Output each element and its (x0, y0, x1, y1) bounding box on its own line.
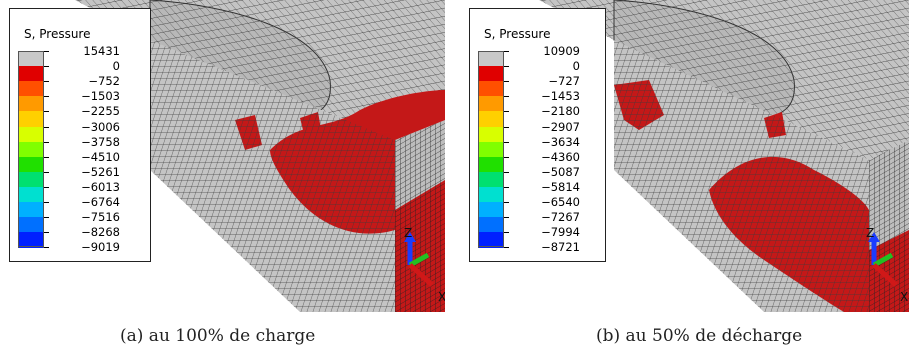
legend-tick-mark (504, 247, 509, 249)
indent-bulge-grid (150, 0, 331, 118)
side-face-grid (150, 40, 395, 312)
legend-tick-label: 0 (112, 59, 120, 74)
axis-x-label: X (438, 290, 445, 304)
legend-tick-mark (504, 141, 509, 143)
legend-tick-mark (504, 202, 509, 203)
legend-bar-frame (18, 51, 44, 248)
legend-tick-mark (504, 186, 509, 188)
legend-tick-label: −6013 (81, 179, 120, 194)
legend-tick-label: 0 (572, 59, 580, 74)
axis-z-label: Z (866, 226, 875, 240)
legend-tick-label: −7516 (81, 210, 120, 225)
legend-tick-label: −9019 (81, 240, 120, 255)
legend-tick-mark (504, 171, 509, 173)
legend-tick-mark (504, 66, 509, 68)
legend-tick-mark (504, 81, 509, 83)
legend-tick-label: −6764 (81, 195, 120, 209)
legend-tick-label: −5261 (81, 164, 120, 179)
legend-tick-mark (504, 51, 509, 52)
caption-a: (a) au 100% de charge (120, 326, 316, 346)
legend-tick-mark (504, 96, 509, 98)
triad-z-head (404, 232, 416, 242)
legend-tick-mark (44, 111, 49, 113)
triad-z-head (868, 232, 880, 242)
legend-tick-mark (44, 186, 49, 188)
legend-bar-frame (478, 51, 504, 248)
legend-tick-label: −4510 (81, 149, 120, 164)
axis-z-label: Z (404, 226, 413, 240)
legend-tick-mark (504, 156, 509, 158)
legend-tick-label: −2907 (541, 119, 580, 134)
legend-tick-label: −752 (88, 74, 120, 89)
legend-tick-label: −4360 (541, 149, 580, 164)
legend-tick-mark (44, 247, 49, 249)
legend-tick-mark (44, 202, 49, 203)
legend-tick-label: −727 (548, 74, 580, 89)
legend-tick-label: −5087 (541, 164, 580, 179)
legend-tick-label: −3634 (541, 134, 580, 149)
legend-tick-mark (44, 66, 49, 68)
legend-tick-label: −5814 (541, 179, 580, 194)
legend-tick-label: −8268 (81, 225, 120, 240)
end-face-grid (869, 140, 909, 312)
legend-tick-mark (44, 126, 49, 128)
legend-tick-label: −2255 (81, 104, 120, 119)
legend-title: S, Pressure (24, 27, 91, 41)
legend-tick-label: −2180 (541, 104, 580, 119)
legend-tick-mark (44, 171, 49, 173)
indent-bulge-grid (614, 0, 795, 118)
caption-b: (b) au 50% de décharge (596, 326, 803, 346)
legend-tick-label: −1503 (81, 89, 120, 104)
legend-tick-mark (44, 156, 49, 158)
legend-title: S, Pressure (484, 27, 551, 41)
legend-tick-mark (44, 232, 49, 234)
legend-tick-label: 15431 (83, 44, 120, 58)
legend-tick-mark (44, 217, 49, 219)
legend-tick-label: −1453 (541, 89, 580, 104)
legend-tick-mark (44, 81, 49, 83)
legend-tick-mark (504, 126, 509, 128)
legend-tick-mark (504, 232, 509, 234)
end-face-grid (395, 120, 445, 312)
fe-mesh-render-a (75, 0, 445, 312)
legend-tick-mark (44, 96, 49, 98)
fe-mesh-render-b (539, 0, 909, 312)
triad-x-arrow (872, 263, 898, 287)
triad-y-arrow (408, 252, 430, 268)
axis-x-label: X (900, 290, 909, 304)
legend-tick-mark (44, 141, 49, 143)
triad-y-arrow (872, 252, 894, 268)
legend-tick-mark (504, 217, 509, 219)
legend-tick-label: −8721 (541, 240, 580, 255)
legend-tick-label: −7994 (541, 225, 580, 240)
legend-tick-mark (44, 51, 49, 52)
legend-tick-mark (504, 111, 509, 113)
triad-x-arrow (408, 263, 434, 287)
side-face-grid (614, 40, 869, 312)
legend-tick-label: −7267 (541, 210, 580, 225)
legend-tick-label: −3006 (81, 119, 120, 134)
legend-tick-label: −6540 (541, 195, 580, 209)
legend-tick-label: −3758 (81, 134, 120, 149)
legend-tick-label: 10909 (543, 44, 580, 58)
